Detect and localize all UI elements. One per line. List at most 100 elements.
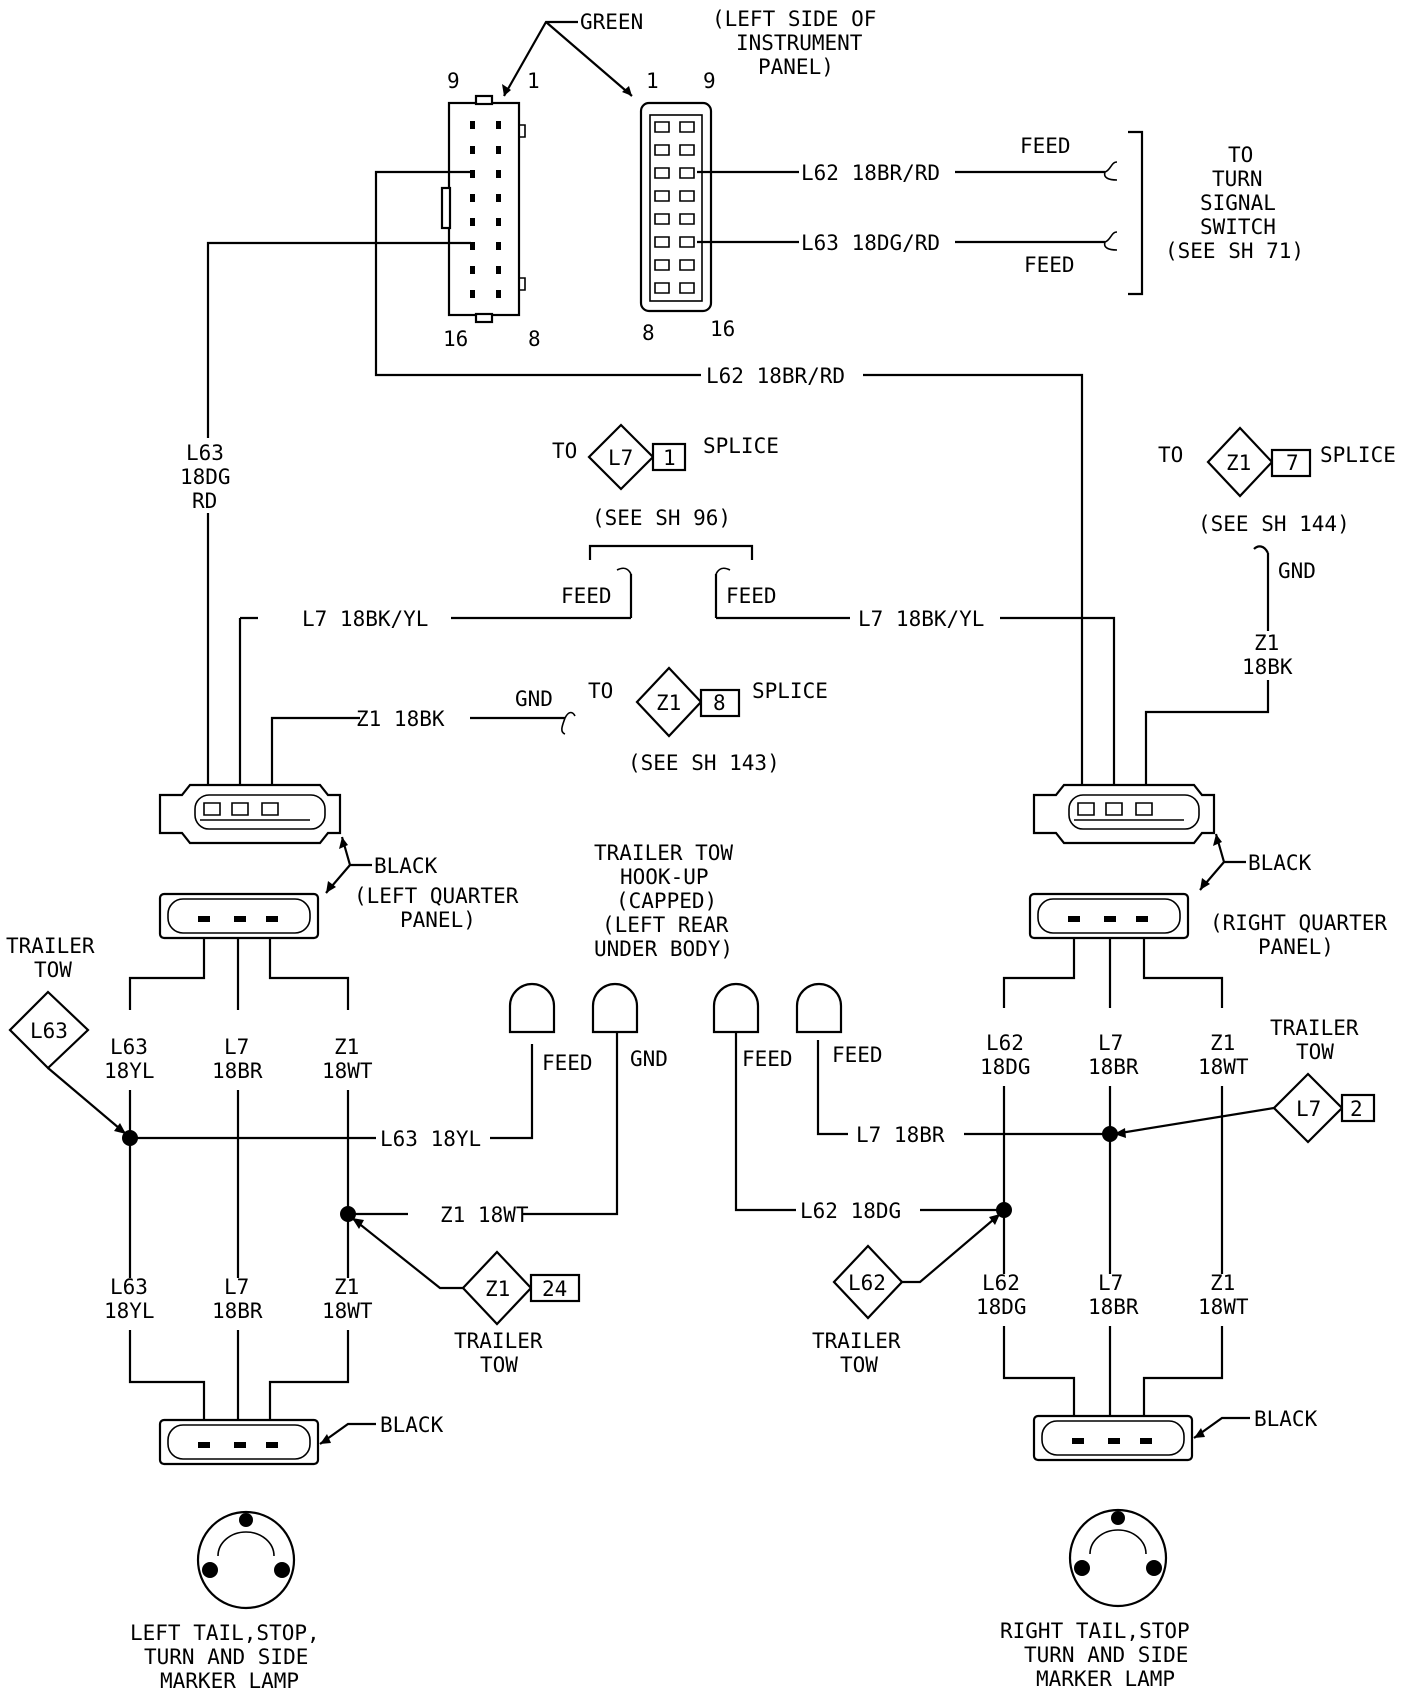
svg-text:TOW: TOW xyxy=(34,958,72,982)
pin-9: 9 xyxy=(703,69,716,93)
svg-text:Z1: Z1 xyxy=(656,691,681,715)
svg-text:(RIGHT QUARTER: (RIGHT QUARTER xyxy=(1210,911,1387,935)
svg-text:18WT: 18WT xyxy=(1198,1295,1249,1319)
svg-text:SPLICE: SPLICE xyxy=(752,679,828,703)
pin-16: 16 xyxy=(710,317,735,341)
svg-text:18YL: 18YL xyxy=(104,1059,155,1083)
left-side-label: (LEFT SIDE OF xyxy=(712,7,876,31)
left-side-label: PANEL) xyxy=(758,55,834,79)
left-lamp-connector: BLACK xyxy=(158,1413,444,1466)
svg-text:TOW: TOW xyxy=(840,1353,878,1377)
svg-text:18DG: 18DG xyxy=(980,1055,1031,1079)
svg-text:7: 7 xyxy=(1286,451,1299,475)
svg-text:24: 24 xyxy=(542,1277,567,1301)
wire-l62-long xyxy=(374,170,1084,791)
svg-text:18BR: 18BR xyxy=(1088,1295,1139,1319)
svg-text:FEED: FEED xyxy=(726,584,777,608)
svg-text:BLACK: BLACK xyxy=(380,1413,444,1437)
svg-text:(LEFT QUARTER: (LEFT QUARTER xyxy=(354,884,519,908)
splice-z1-right: TO Z1 7 SPLICE (SEE SH 144) GND Z1 18BK xyxy=(1144,426,1396,793)
svg-text:18BR: 18BR xyxy=(212,1059,263,1083)
svg-text:Z1: Z1 xyxy=(1210,1031,1235,1055)
wire-label: L7 18BK/YL xyxy=(302,607,428,631)
svg-text:(SEE SH 143): (SEE SH 143) xyxy=(628,751,780,775)
svg-text:PANEL): PANEL) xyxy=(1258,935,1334,959)
svg-text:L7: L7 xyxy=(1296,1097,1321,1121)
svg-text:18WT: 18WT xyxy=(322,1059,373,1083)
svg-text:L62: L62 xyxy=(848,1271,886,1295)
svg-text:18WT: 18WT xyxy=(1198,1055,1249,1079)
svg-text:Z1: Z1 xyxy=(1210,1271,1235,1295)
wire-l63-riser xyxy=(206,241,471,793)
svg-text:BLACK: BLACK xyxy=(374,854,438,878)
svg-text:TURN: TURN xyxy=(1212,167,1263,191)
wire-label: L7 18BK/YL xyxy=(858,607,984,631)
pin-9: 9 xyxy=(447,69,460,93)
wire-l7-left xyxy=(238,616,631,793)
feed-label: FEED xyxy=(742,1047,793,1071)
turn-signal-label: TO TURN SIGNAL SWITCH (SEE SH 71) xyxy=(1165,143,1304,263)
svg-text:SPLICE: SPLICE xyxy=(703,434,779,458)
svg-text:MARKER LAMP: MARKER LAMP xyxy=(1036,1667,1175,1691)
riser-label: 18DG xyxy=(180,465,231,489)
svg-text:PANEL): PANEL) xyxy=(400,908,476,932)
svg-text:TOW: TOW xyxy=(480,1353,518,1377)
wire-label: L62 18BR/RD xyxy=(801,161,940,185)
svg-text:FEED: FEED xyxy=(561,584,612,608)
gnd-label: GND xyxy=(630,1047,668,1071)
svg-text:TO: TO xyxy=(1158,443,1183,467)
svg-text:Z1: Z1 xyxy=(334,1275,359,1299)
svg-text:L7: L7 xyxy=(224,1035,249,1059)
svg-text:Z1: Z1 xyxy=(1254,631,1279,655)
svg-text:Z1: Z1 xyxy=(485,1277,510,1301)
left-instrument-connector xyxy=(440,94,526,324)
wire-label: L63 18DG/RD xyxy=(801,231,940,255)
left-quarter-connector-upper xyxy=(158,783,342,845)
svg-text:18DG: 18DG xyxy=(976,1295,1027,1319)
svg-text:TO: TO xyxy=(552,439,577,463)
right-quarter-connector-lower xyxy=(1028,892,1190,940)
splice-l7: TO L7 1 SPLICE (SEE SH 96) FEED FEED xyxy=(552,423,779,618)
pin-8: 8 xyxy=(642,321,655,345)
feed-label: FEED xyxy=(832,1043,883,1067)
svg-text:18BR: 18BR xyxy=(1088,1055,1139,1079)
svg-text:TURN AND SIDE: TURN AND SIDE xyxy=(1024,1643,1188,1667)
svg-text:TRAILER: TRAILER xyxy=(812,1329,901,1353)
svg-text:TRAILER TOW: TRAILER TOW xyxy=(594,841,733,865)
svg-text:(LEFT REAR: (LEFT REAR xyxy=(602,913,729,937)
svg-text:18BR: 18BR xyxy=(212,1299,263,1323)
pin-8: 8 xyxy=(528,327,541,351)
hookup-caps xyxy=(508,982,843,1034)
svg-text:TO: TO xyxy=(1228,143,1253,167)
svg-text:L7: L7 xyxy=(224,1275,249,1299)
svg-text:Z1: Z1 xyxy=(1226,451,1251,475)
green-label: GREEN xyxy=(580,10,643,34)
svg-text:8: 8 xyxy=(713,691,726,715)
right-instrument-connector xyxy=(639,101,713,313)
svg-text:LEFT TAIL,STOP,: LEFT TAIL,STOP, xyxy=(130,1621,320,1645)
wire-l7-right xyxy=(716,616,1116,793)
svg-text:BLACK: BLACK xyxy=(1254,1407,1318,1431)
svg-text:L63 18YL: L63 18YL xyxy=(380,1127,481,1151)
svg-text:2: 2 xyxy=(1350,1097,1363,1121)
turn-signal-bracket xyxy=(1128,130,1144,296)
svg-text:TURN AND SIDE: TURN AND SIDE xyxy=(144,1645,308,1669)
feed-label: FEED xyxy=(1024,253,1075,277)
svg-text:(CAPPED): (CAPPED) xyxy=(616,889,717,913)
splice-z1-mid: Z1 18BK GND TO Z1 8 SPLICE (SEE SH 143) xyxy=(270,666,828,793)
connector-pin-numbers: 9 1 16 8 1 9 8 16 xyxy=(443,69,735,351)
left-lower-harness: L63 18YL L7 18BR Z1 18WT L63 18YL Z1 18W… xyxy=(6,934,619,1422)
feed-label: FEED xyxy=(542,1051,593,1075)
svg-text:18BK: 18BK xyxy=(1242,655,1293,679)
right-quarter-callout: BLACK (RIGHT QUARTER PANEL) xyxy=(1199,833,1387,959)
left-side-label: INSTRUMENT xyxy=(736,31,863,55)
svg-text:(SEE SH 71): (SEE SH 71) xyxy=(1165,239,1304,263)
svg-text:L62: L62 xyxy=(986,1031,1024,1055)
left-quarter-callout: BLACK (LEFT QUARTER PANEL) xyxy=(325,836,519,932)
svg-text:MARKER LAMP: MARKER LAMP xyxy=(160,1669,299,1693)
right-lower-harness: L62 18DG L7 18BR Z1 18WT L7 18BR L62 18D… xyxy=(734,938,1376,1416)
right-quarter-connector-upper xyxy=(1032,783,1216,845)
svg-text:18YL: 18YL xyxy=(104,1299,155,1323)
svg-text:GND: GND xyxy=(515,687,553,711)
pin-16: 16 xyxy=(443,327,468,351)
